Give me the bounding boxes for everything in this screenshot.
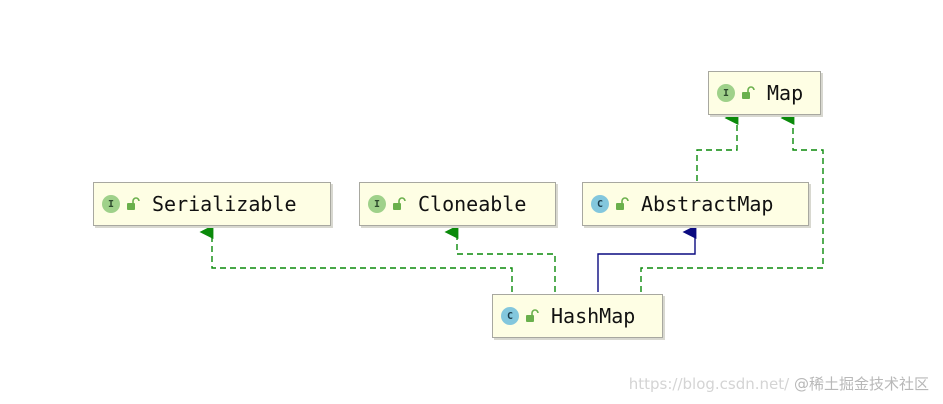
edge-abstractmap-map — [696, 111, 739, 181]
edge-hashmap-map — [640, 111, 824, 292]
node-map[interactable]: I Map — [708, 71, 821, 115]
edge-hashmap-abstractmap — [597, 225, 697, 292]
watermark: https://blog.csdn.net/ @稀土掘金技术社区 — [629, 373, 929, 394]
unlocked-lock-icon — [127, 197, 140, 210]
watermark-brand: @稀土掘金技术社区 — [793, 375, 929, 393]
node-label: Serializable — [152, 192, 297, 216]
interface-icon: I — [717, 84, 735, 102]
class-icon: C — [501, 307, 519, 325]
interface-icon: I — [102, 195, 120, 213]
node-hashmap[interactable]: C HashMap — [492, 294, 663, 338]
node-abstractmap[interactable]: C AbstractMap — [582, 182, 809, 226]
node-serializable[interactable]: I Serializable — [93, 182, 331, 226]
unlocked-lock-icon — [393, 197, 406, 210]
abstract-class-icon: C — [591, 195, 609, 213]
node-label: Map — [767, 81, 804, 105]
edge-hashmap-serializable — [199, 225, 513, 292]
node-cloneable[interactable]: I Cloneable — [359, 182, 556, 226]
node-label: HashMap — [551, 304, 636, 328]
edge-hashmap-cloneable — [444, 225, 556, 292]
watermark-url: https://blog.csdn.net/ — [628, 375, 790, 393]
node-label: AbstractMap — [641, 192, 774, 216]
unlocked-lock-icon — [526, 309, 539, 322]
interface-icon: I — [368, 195, 386, 213]
unlocked-lock-icon — [616, 197, 629, 210]
unlocked-lock-icon — [742, 86, 755, 99]
node-label: Cloneable — [418, 192, 527, 216]
